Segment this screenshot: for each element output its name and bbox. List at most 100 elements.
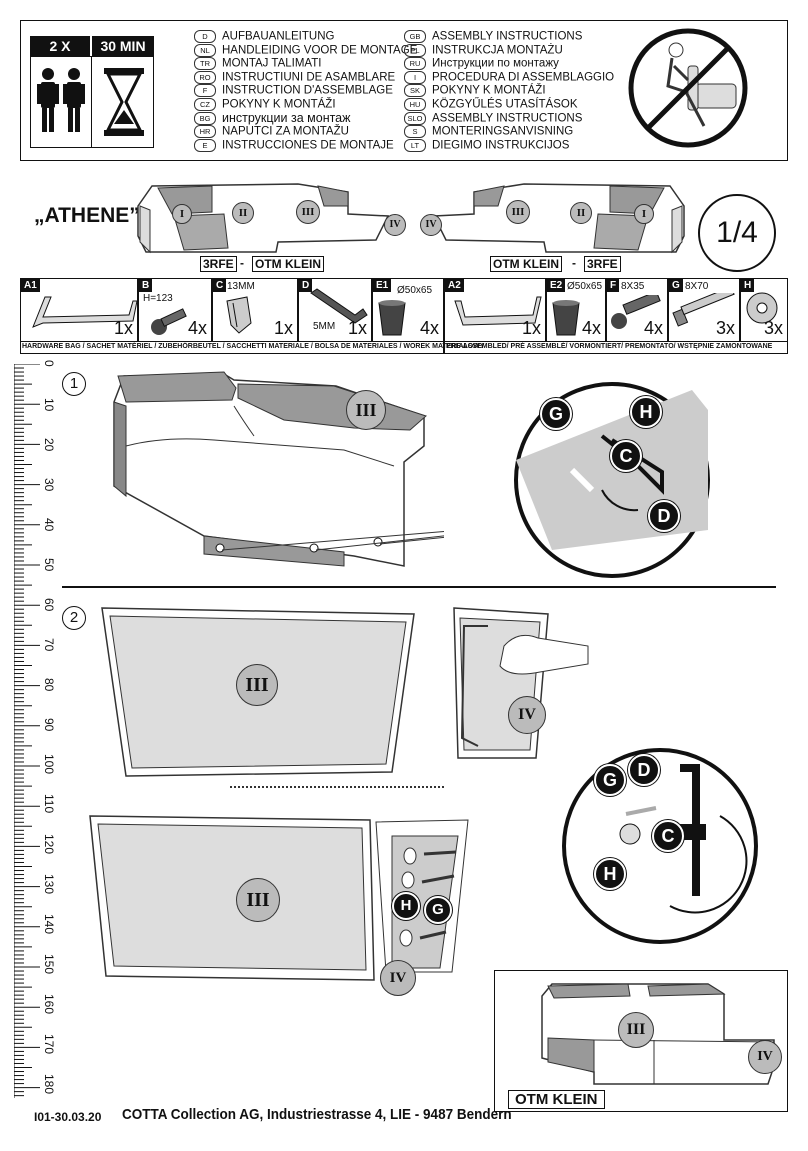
bolt-icon [611,295,661,329]
step2-assembly-illustration [89,815,469,981]
result-section-iii: III [618,1012,654,1048]
ruler-label: 140 [42,914,56,935]
sofa-config-left-icon [137,183,390,254]
foot-icon [378,300,406,336]
ruler-label: 80 [42,678,56,692]
hardware-d: D 5MM 1x [298,278,372,342]
hardware-f: F 8X35 4x [606,278,668,342]
section-marker-ii: II [232,202,254,224]
hardware-bag-label: HARDWARE BAG / SACHET MATÉRIEL / ZUBEHÖR… [22,343,485,350]
step2-detail-label-h: H [594,858,626,890]
ruler-label: 110 [42,794,56,814]
persons-count: 2 X [30,36,90,56]
step2-section-iv-assembly: IV [380,960,416,996]
detail-label-d: D [648,500,680,532]
document-code: I01-30.03.20 [34,1110,102,1124]
config-left-sep: - [240,256,244,270]
socket-wrench-icon [226,296,252,334]
config-right-b: 3RFE [584,256,621,272]
two-persons-icon [37,68,85,132]
hardware-e2: E2 Ø50x65 4x [546,278,606,342]
ruler-label: 50 [42,558,56,572]
ruler-label: 20 [42,438,56,452]
hourglass-icon [104,68,144,136]
step2-backrest-iv-hand [453,607,589,759]
result-section-iv: IV [748,1040,782,1074]
bracket-icon [32,296,138,328]
step-2-number: 2 [62,606,86,630]
config-left-b: OTM KLEIN [252,256,324,272]
model-name: „ATHENE” [34,204,140,227]
ruler-label: 30 [42,478,56,492]
header-divider [20,160,788,161]
duration: 30 MIN [92,36,154,56]
ruler-label: 180 [42,1074,56,1095]
no-sitting-warning-icon [628,28,748,148]
step2-section-iii: III [236,664,278,706]
hardware-b: B H=123 4x [138,278,212,342]
hardware-e1: E1 Ø50x65 4x [372,278,444,342]
section-marker-iii: III [296,200,320,224]
ruler-label: 100 [42,754,56,775]
section-marker-ii-right: II [570,202,592,224]
step2-detail-label-c: C [652,820,684,852]
step2-section-iii-assembly: III [236,878,280,922]
step2-detail-label-d: D [628,754,660,786]
step2-detail-label-g: G [594,764,626,796]
hardware-g: G 8X70 3x [668,278,740,342]
ruler-label: 120 [42,834,56,855]
detail-label-h: H [630,396,662,428]
ruler-label: 170 [42,1034,56,1055]
measurement-ruler [14,364,40,1098]
connector-icon [151,308,187,335]
hardware-a2: A2 1x [444,278,546,342]
ruler-label: 60 [42,598,56,612]
preassembled-label: PRE-ASSEMBLED/ PRÉ ASSEMBLÉ/ VORMONTIERT… [446,343,773,350]
ruler-labels: 0 10 20 30 40 50 60 70 80 90 100 110 120… [42,360,64,1104]
section-marker-iv: IV [384,214,406,236]
config-right-sep: - [572,256,576,270]
step2-label-h: H [392,892,420,920]
step1-sofa-module-illustration [113,371,444,567]
result-preview-box [494,970,788,1112]
dotted-separator [230,786,444,788]
config-left-a: 3RFE [200,256,237,272]
hardware-h: H 3x [740,278,788,342]
bracket-icon [454,296,542,326]
allen-key-icon [310,288,368,324]
result-config-label: OTM KLEIN [508,1090,605,1109]
ruler-label: 160 [42,994,56,1015]
section-marker-iv-right: IV [420,214,442,236]
sofa-config-right-icon [432,183,685,254]
step2-section-iv: IV [508,696,546,734]
hardware-a1: A1 1x [20,278,138,342]
ruler-label: 130 [42,874,56,895]
ruler-label: 10 [42,398,56,412]
section-marker-i-right: I [634,204,654,224]
step-divider [62,586,776,588]
config-right-a: OTM KLEIN [490,256,562,272]
ruler-label: 70 [42,638,56,652]
section-marker-iii-right: III [506,200,530,224]
persons-box [30,56,154,148]
company-address: COTTA Collection AG, Industriestrasse 4,… [122,1106,512,1123]
ruler-label: 90 [42,718,56,732]
persons-box-divider [91,56,92,148]
detail-label-c: C [610,440,642,472]
